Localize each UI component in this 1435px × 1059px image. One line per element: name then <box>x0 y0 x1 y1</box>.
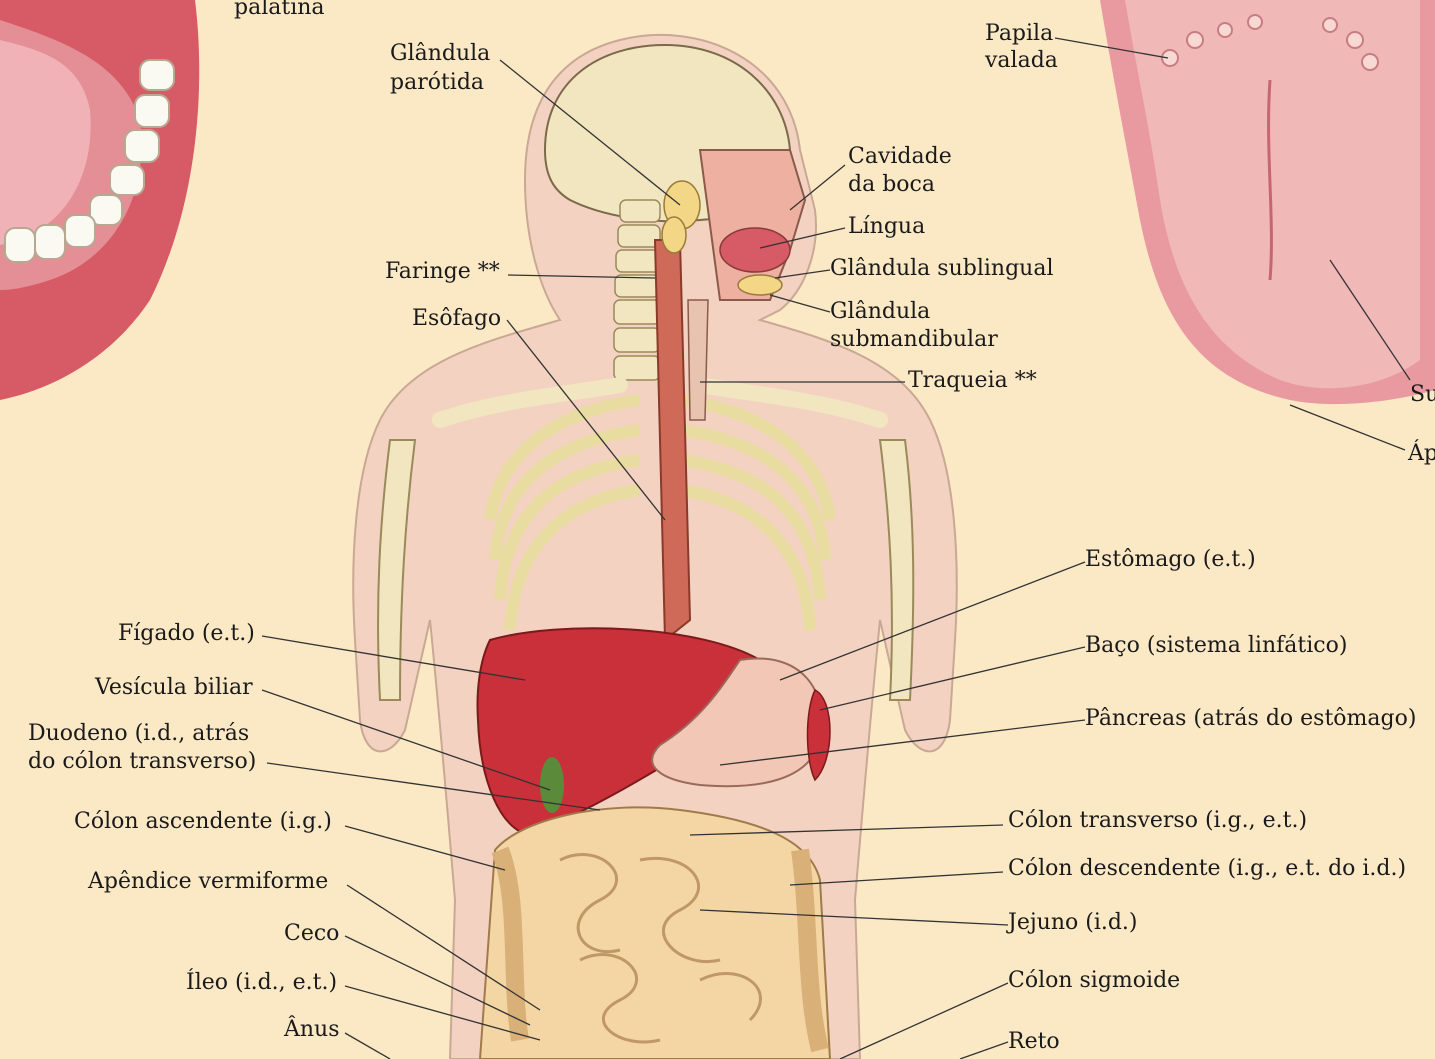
label-colon-sigmoide: Cólon sigmoide <box>1008 967 1180 994</box>
label-colon-descendente: Cólon descendente (i.g., e.t. do i.d.) <box>1008 855 1406 882</box>
label-colon-ascendente: Cólon ascendente (i.g.) <box>74 808 332 835</box>
label-papila-2: valada <box>985 47 1058 74</box>
label-palatina: palatina <box>234 0 325 21</box>
label-reto: Reto <box>1008 1028 1060 1055</box>
label-baco: Baço (sistema linfático) <box>1085 632 1347 659</box>
label-jejuno: Jejuno (i.d.) <box>1008 909 1138 936</box>
label-glandula-parotida-2: parótida <box>390 69 484 96</box>
label-ceco: Ceco <box>284 920 339 947</box>
label-apendice: Apêndice vermiforme <box>88 868 328 895</box>
label-vesicula: Vesícula biliar <box>95 674 253 701</box>
label-esofago: Esôfago <box>412 305 501 332</box>
label-cavidade-1: Cavidade <box>848 143 952 170</box>
label-glandula-sublingual: Glândula sublingual <box>830 255 1053 282</box>
label-faringe: Faringe ** <box>385 258 500 285</box>
label-pancreas: Pâncreas (atrás do estômago) <box>1085 705 1416 732</box>
tongue-in-mouth <box>720 228 790 272</box>
intestines <box>480 807 830 1059</box>
label-glandula-parotida-1: Glândula <box>390 40 490 67</box>
label-estomago: Estômago (e.t.) <box>1085 546 1256 573</box>
mouth-illustration <box>0 0 199 400</box>
label-ileo: Íleo (i.d., e.t.) <box>186 969 337 996</box>
label-figado: Fígado (e.t.) <box>118 620 255 647</box>
label-cavidade-2: da boca <box>848 171 935 198</box>
label-glandula-submandibular-2: submandibular <box>830 326 998 353</box>
label-duodeno-2: do cólon transverso) <box>28 748 256 775</box>
label-glandula-submandibular-1: Glândula <box>830 298 930 325</box>
tongue-illustration <box>1100 0 1435 404</box>
label-papila-1: Papila <box>985 20 1053 47</box>
label-lingua: Língua <box>848 213 925 240</box>
label-colon-transverso: Cólon transverso (i.g., e.t.) <box>1008 807 1307 834</box>
label-su-partial: Su <box>1410 381 1435 408</box>
label-duodeno-1: Duodeno (i.d., atrás <box>28 720 249 747</box>
label-anus: Ânus <box>284 1016 340 1043</box>
label-ap-partial: Áp <box>1408 440 1435 467</box>
label-traqueia: Traqueia ** <box>908 367 1037 394</box>
